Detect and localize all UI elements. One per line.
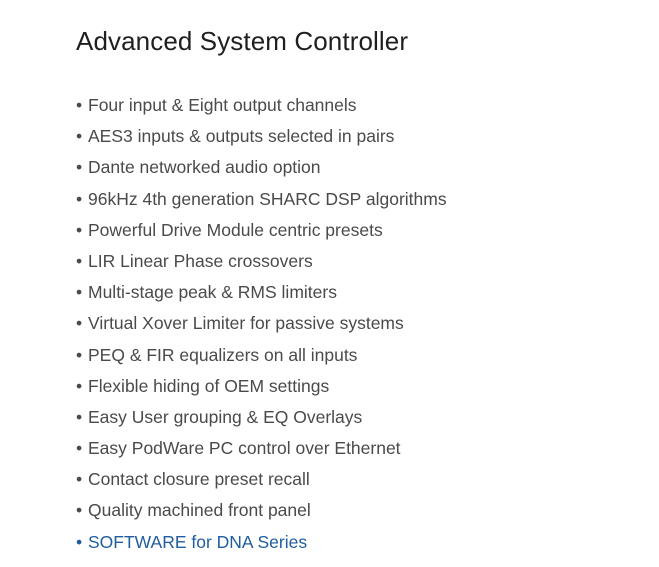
feature-item: •Powerful Drive Module centric presets (76, 215, 447, 246)
feature-item: •Contact closure preset recall (76, 464, 447, 495)
page-title: Advanced System Controller (76, 26, 409, 56)
bullet-icon: • (76, 500, 83, 521)
bullet-icon: • (76, 313, 83, 334)
feature-item: •Easy PodWare PC control over Ethernet (76, 433, 447, 464)
feature-item: •PEQ & FIR equalizers on all inputs (76, 340, 447, 371)
feature-text: Easy PodWare PC control over Ethernet (88, 438, 401, 459)
bullet-icon: • (76, 469, 83, 490)
feature-item: •Virtual Xover Limiter for passive syste… (76, 308, 447, 339)
feature-text: Dante networked audio option (88, 157, 321, 178)
feature-text: Powerful Drive Module centric presets (88, 219, 383, 240)
feature-text: Virtual Xover Limiter for passive system… (88, 313, 404, 334)
feature-text: AES3 inputs & outputs selected in pairs (88, 126, 395, 147)
feature-text: Easy User grouping & EQ Overlays (88, 406, 363, 427)
feature-text: Flexible hiding of OEM settings (88, 375, 330, 396)
bullet-icon: • (76, 438, 83, 459)
feature-text: PEQ & FIR equalizers on all inputs (88, 344, 358, 365)
feature-item: •Easy User grouping & EQ Overlays (76, 402, 447, 433)
feature-list: •Four input & Eight output channels•AES3… (76, 90, 447, 558)
feature-item: •Four input & Eight output channels (76, 90, 447, 121)
feature-item: •LIR Linear Phase crossovers (76, 246, 447, 277)
bullet-icon: • (76, 406, 83, 427)
bullet-icon: • (76, 282, 83, 303)
feature-item: •Multi-stage peak & RMS limiters (76, 277, 447, 308)
bullet-icon: • (76, 188, 83, 209)
feature-item: •Flexible hiding of OEM settings (76, 371, 447, 402)
bullet-icon: • (76, 126, 83, 147)
feature-text: 96kHz 4th generation SHARC DSP algorithm… (88, 188, 447, 209)
bullet-icon: • (76, 250, 83, 271)
bullet-icon: • (76, 219, 83, 240)
feature-text: Multi-stage peak & RMS limiters (88, 282, 337, 303)
product-feature-section: Advanced System Controller •Four input &… (76, 24, 636, 552)
feature-item: •96kHz 4th generation SHARC DSP algorith… (76, 184, 447, 215)
feature-item: •Dante networked audio option (76, 152, 447, 183)
bullet-icon: • (76, 375, 83, 396)
bullet-icon: • (76, 344, 83, 365)
bullet-icon: • (76, 531, 83, 552)
feature-text: Four input & Eight output channels (88, 95, 357, 115)
software-dna-series-link[interactable]: SOFTWARE for DNA Series (88, 531, 308, 552)
feature-text: LIR Linear Phase crossovers (88, 250, 313, 271)
feature-text: Contact closure preset recall (88, 469, 310, 490)
software-link-item: •SOFTWARE for DNA Series (76, 527, 447, 558)
feature-item: •Quality machined front panel (76, 495, 447, 526)
feature-text: Quality machined front panel (88, 500, 311, 521)
bullet-icon: • (76, 95, 83, 115)
bullet-icon: • (76, 157, 83, 178)
feature-item: •AES3 inputs & outputs selected in pairs (76, 121, 447, 152)
